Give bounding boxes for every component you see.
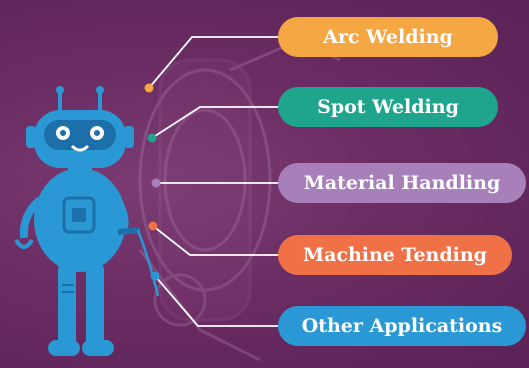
connector-dot-spot-welding <box>147 133 157 143</box>
label-machine-tending: Machine Tending <box>278 235 512 275</box>
connector-dot-arc-welding <box>144 83 154 93</box>
label-other-applications: Other Applications <box>278 306 526 346</box>
connector-line-other-applications <box>154 275 280 327</box>
connector-line-arc-welding <box>148 36 280 89</box>
label-material-handling: Material Handling <box>278 163 526 203</box>
label-arc-welding: Arc Welding <box>278 17 498 57</box>
label-spot-welding: Spot Welding <box>278 87 498 127</box>
robot-mascot-icon <box>14 86 160 356</box>
connector-line-machine-tending <box>152 225 280 256</box>
connector-line-spot-welding <box>151 106 280 139</box>
connector-dot-material-handling <box>151 178 161 188</box>
connector-dot-machine-tending <box>148 221 158 231</box>
